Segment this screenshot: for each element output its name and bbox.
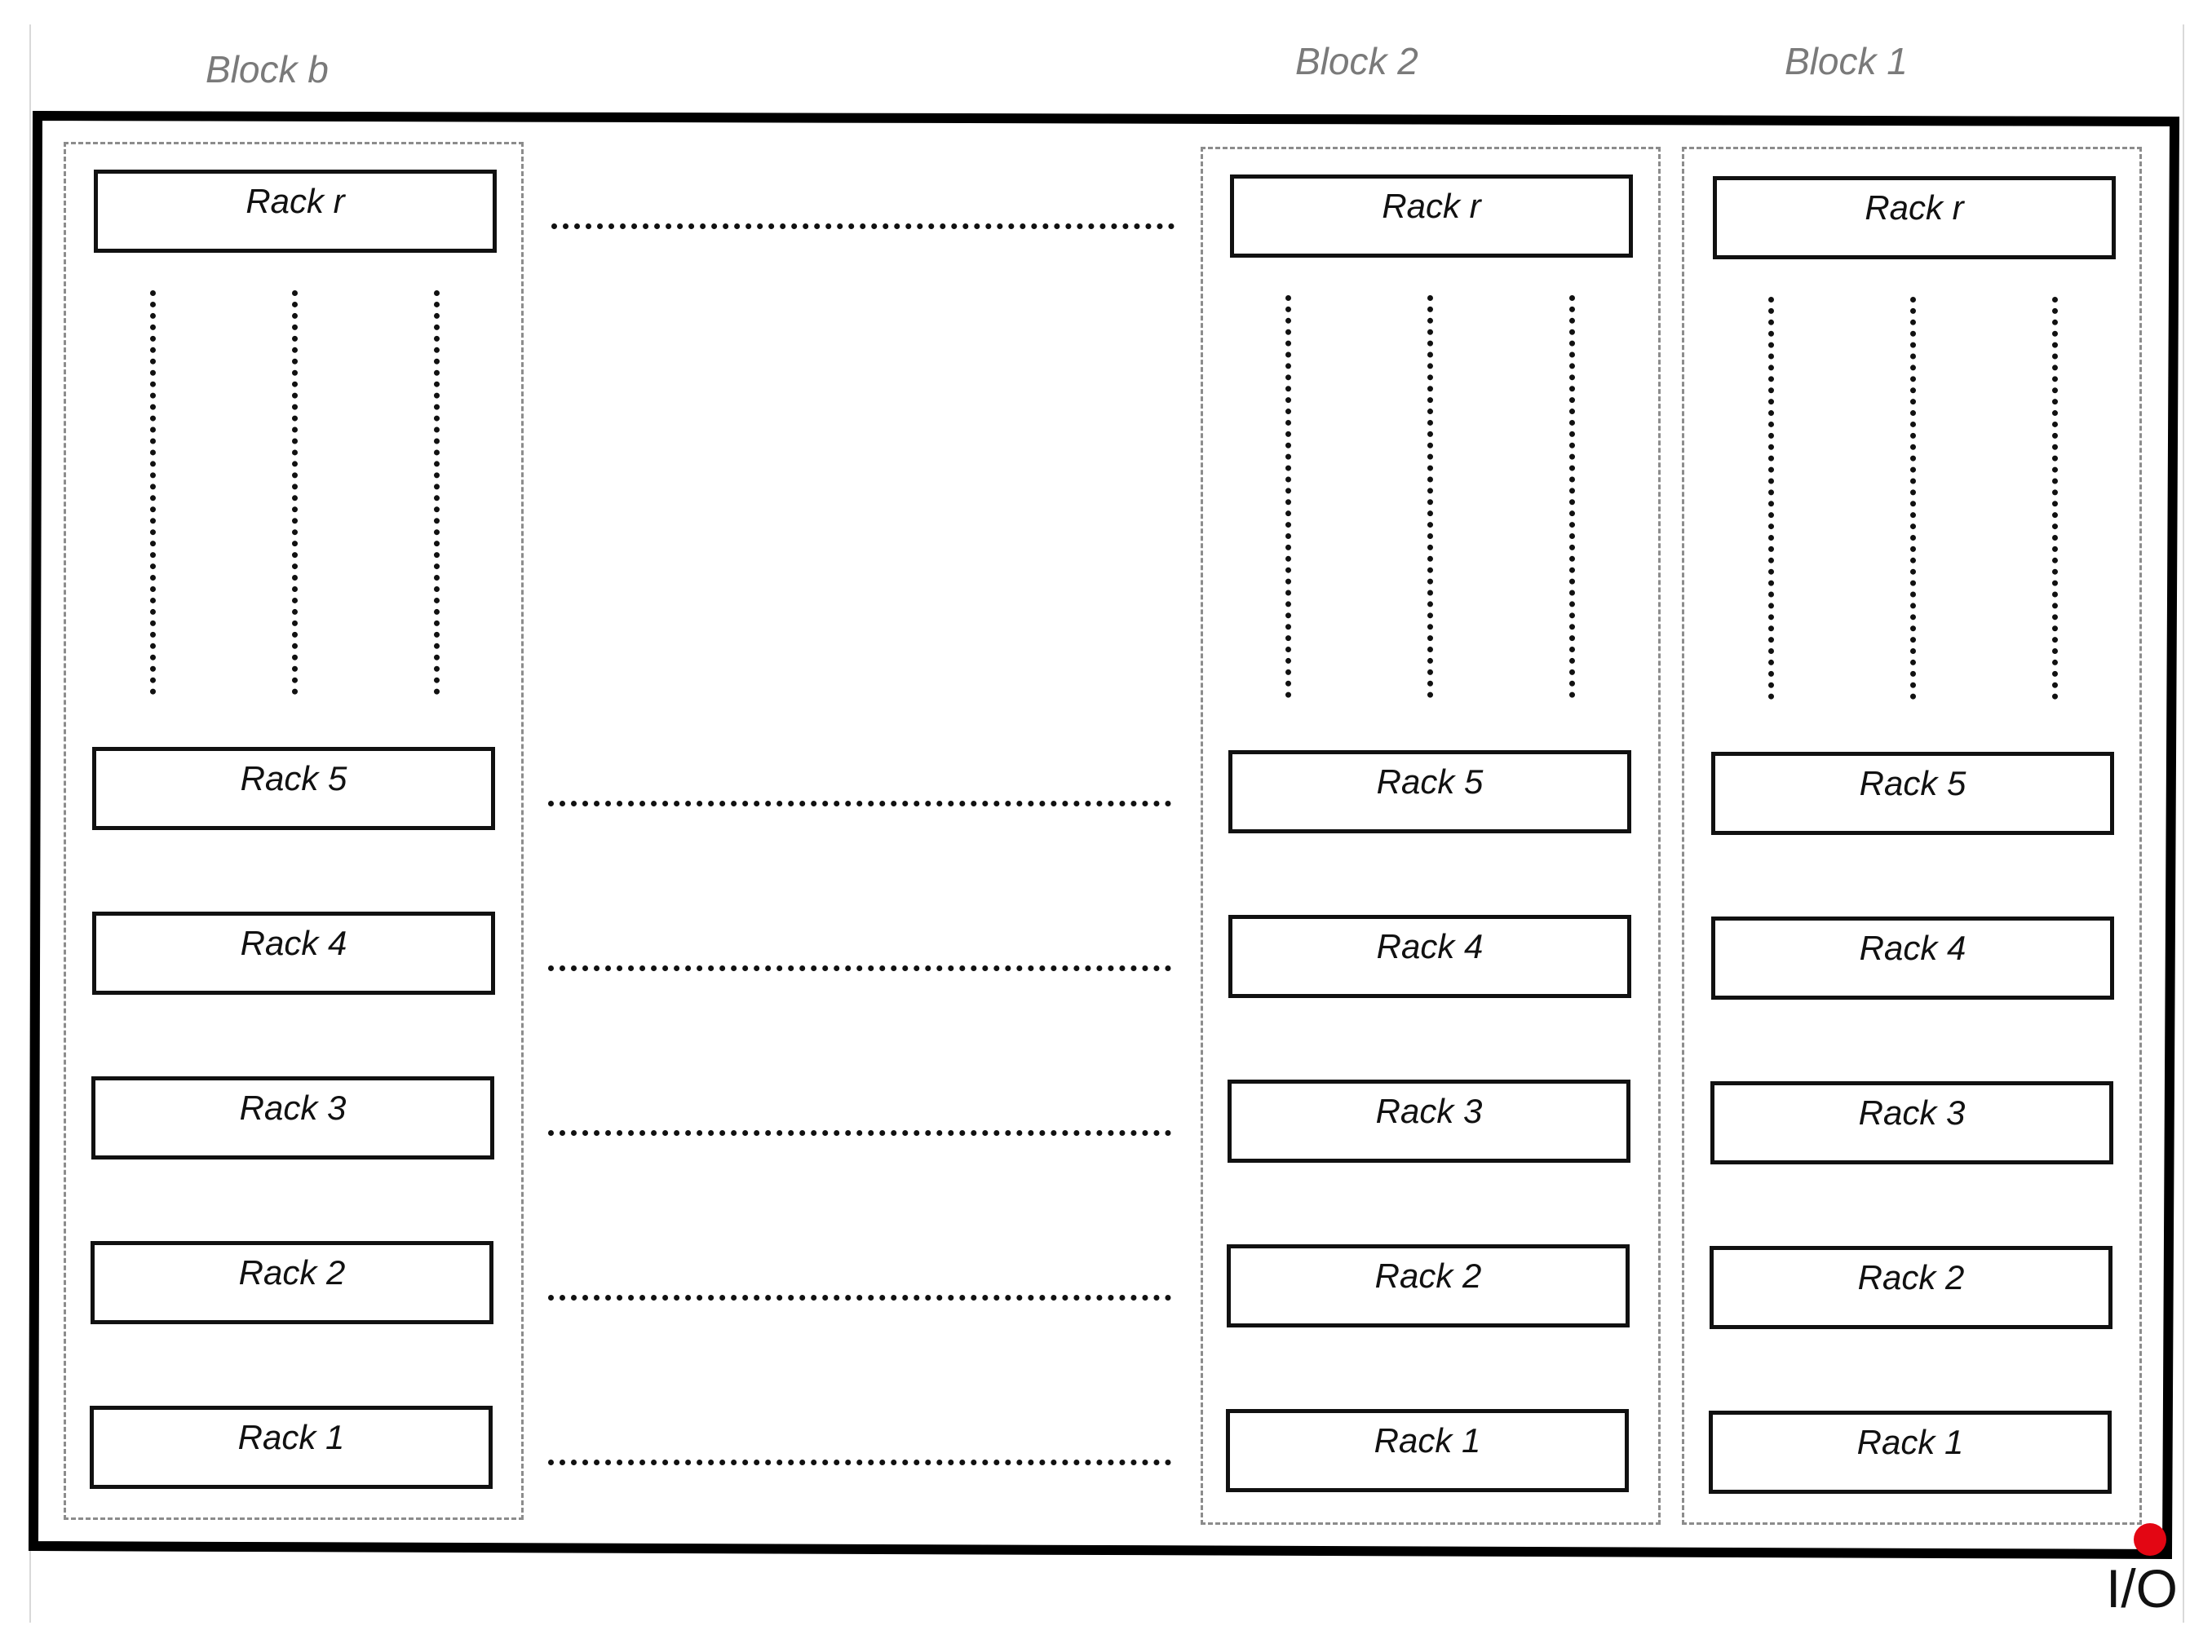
block-b-rack-r[interactable]: Rack r <box>94 170 497 253</box>
block-2-label: Block 2 <box>1295 40 1418 82</box>
block-2-container <box>1201 147 1661 1525</box>
block-b-vertical-dots-1 <box>150 290 156 695</box>
rack-label: Rack 1 <box>237 1418 345 1456</box>
block-1-rack-r[interactable]: Rack r <box>1713 176 2116 259</box>
block-2-rack-5[interactable]: Rack 5 <box>1228 750 1631 833</box>
row-1-horizontal-dots <box>548 1460 1171 1465</box>
row-4-horizontal-dots <box>548 965 1171 971</box>
block-1-rack-2[interactable]: Rack 2 <box>1710 1246 2112 1329</box>
rack-label: Rack 5 <box>240 759 347 797</box>
block-2-vertical-dots-3 <box>1569 295 1575 698</box>
block-b-vertical-dots-2 <box>292 290 298 695</box>
rack-label: Rack 4 <box>240 924 347 962</box>
rack-label: Rack 5 <box>1859 764 1966 802</box>
rack-label: Rack 3 <box>239 1089 347 1127</box>
block-1-label: Block 1 <box>1785 40 1908 82</box>
block-1-vertical-dots-3 <box>2052 297 2058 700</box>
block-1-rack-3[interactable]: Rack 3 <box>1710 1081 2113 1164</box>
rack-label: Rack 2 <box>1374 1257 1482 1295</box>
rack-label: Rack 1 <box>1856 1423 1964 1461</box>
rack-label: Rack 4 <box>1376 927 1484 965</box>
block-2-rack-4[interactable]: Rack 4 <box>1228 915 1631 998</box>
block-1-rack-5[interactable]: Rack 5 <box>1711 752 2114 835</box>
block-2-rack-2[interactable]: Rack 2 <box>1227 1244 1630 1327</box>
rack-label: Rack r <box>1865 188 1964 227</box>
row-r-horizontal-dots <box>551 223 1175 229</box>
block-1-vertical-dots-2 <box>1910 297 1916 700</box>
block-1-vertical-dots-1 <box>1768 297 1774 700</box>
row-2-horizontal-dots <box>548 1295 1171 1301</box>
rack-label: Rack 2 <box>1857 1258 1965 1296</box>
left-edge-line <box>29 24 31 1623</box>
rack-label: Rack 2 <box>238 1253 346 1292</box>
right-edge-line <box>2183 24 2184 1623</box>
rack-label: Rack r <box>246 182 345 220</box>
io-label: I/O <box>2106 1558 2179 1619</box>
block-b-container <box>64 142 524 1520</box>
warehouse-border <box>28 110 2180 1560</box>
block-2-vertical-dots-1 <box>1285 295 1291 698</box>
rack-label: Rack 1 <box>1374 1421 1481 1460</box>
block-b-rack-4[interactable]: Rack 4 <box>92 912 495 995</box>
block-2-rack-1[interactable]: Rack 1 <box>1226 1409 1629 1492</box>
block-2-rack-3[interactable]: Rack 3 <box>1228 1080 1630 1163</box>
block-1-rack-4[interactable]: Rack 4 <box>1711 917 2114 1000</box>
rack-label: Rack 4 <box>1859 929 1966 967</box>
block-2-vertical-dots-2 <box>1427 295 1433 698</box>
block-b-rack-1[interactable]: Rack 1 <box>90 1406 493 1489</box>
rack-label: Rack 5 <box>1376 762 1484 801</box>
row-3-horizontal-dots <box>548 1130 1171 1136</box>
block-b-label: Block b <box>206 48 329 91</box>
block-b-vertical-dots-3 <box>434 290 440 695</box>
block-b-rack-2[interactable]: Rack 2 <box>91 1241 493 1324</box>
block-b-rack-3[interactable]: Rack 3 <box>91 1076 494 1159</box>
block-2-rack-r[interactable]: Rack r <box>1230 174 1633 258</box>
rack-label: Rack 3 <box>1858 1093 1966 1132</box>
block-1-container <box>1682 147 2142 1525</box>
io-point-marker <box>2134 1523 2166 1556</box>
block-b-rack-5[interactable]: Rack 5 <box>92 747 495 830</box>
rack-label: Rack 3 <box>1375 1092 1483 1130</box>
block-1-rack-1[interactable]: Rack 1 <box>1709 1411 2112 1494</box>
rack-label: Rack r <box>1382 187 1481 225</box>
row-5-horizontal-dots <box>548 801 1171 806</box>
